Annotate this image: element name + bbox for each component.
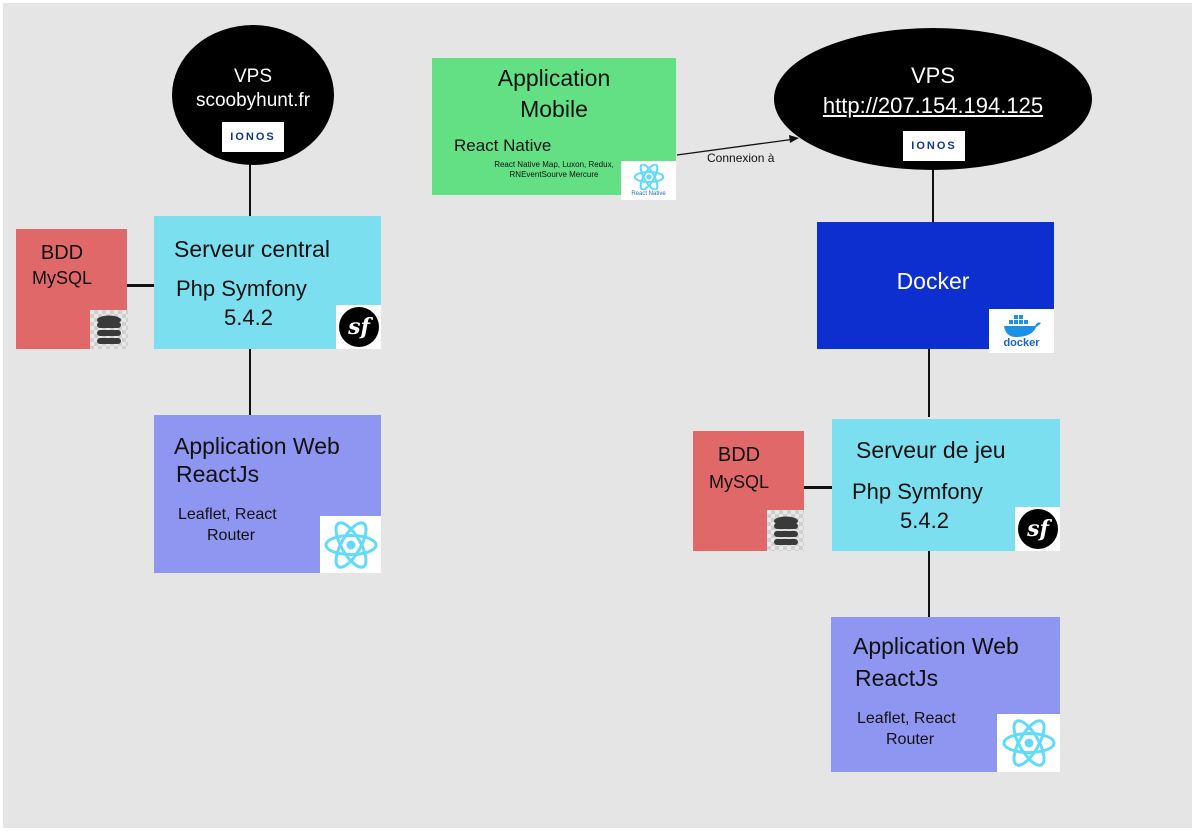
right-web-node: Application Web ReactJs Leaflet, React R…: [831, 617, 1060, 772]
left-server-title: Serveur central: [174, 236, 330, 262]
left-server-framework: Php Symfony: [176, 276, 307, 301]
left-vps-title: VPS: [233, 66, 273, 87]
right-server-version: 5.4.2: [900, 508, 949, 533]
left-web-libs-line2: Router: [207, 527, 256, 544]
connector-right-docker-server: [928, 349, 930, 417]
symfony-icon: sf: [1015, 507, 1060, 551]
mobile-subtitle: React Native: [454, 136, 552, 155]
mobile-title-line2: Mobile: [520, 96, 588, 122]
connector-left-db-server: [126, 284, 156, 287]
mobile-libs-line1: React Native Map, Luxon, Redux,: [494, 160, 614, 169]
diagram-canvas: Connexion à VPS scoobyhunt.fr IONOS BDD …: [3, 3, 1192, 828]
symfony-icon: sf: [336, 305, 381, 349]
right-web-subtitle: ReactJs: [855, 665, 939, 691]
left-db-node: BDD MySQL: [16, 229, 128, 349]
docker-caption: docker: [1003, 336, 1040, 349]
ionos-logo: IONOS: [222, 122, 284, 152]
svg-text:sf: sf: [347, 314, 373, 340]
svg-text:sf: sf: [1026, 516, 1052, 542]
react-icon: [320, 516, 381, 573]
left-web-title: Application Web: [174, 433, 340, 459]
right-web-title: Application Web: [853, 633, 1019, 659]
mobile-app-node: Application Mobile React Native React Na…: [432, 58, 676, 200]
right-server-title: Serveur de jeu: [856, 437, 1006, 463]
connection-arrow: [676, 135, 799, 156]
left-web-node: Application Web ReactJs Leaflet, React R…: [154, 415, 381, 573]
react-native-icon: React Native: [621, 161, 676, 200]
connector-right-db-server: [803, 486, 833, 489]
left-web-subtitle: ReactJs: [176, 461, 260, 487]
right-vps-title: VPS: [910, 63, 956, 88]
database-icon: [90, 310, 128, 349]
right-db-node: BDD MySQL: [693, 431, 804, 551]
connector-left-server-web: [249, 349, 251, 415]
connector-right-server-web: [928, 551, 930, 617]
connector-right-vps-docker: [932, 168, 934, 222]
mobile-title-line1: Application: [497, 65, 611, 91]
ionos-logo: IONOS: [903, 131, 965, 161]
left-db-label: BDD: [40, 242, 84, 264]
right-db-engine: MySQL: [708, 472, 769, 492]
docker-title: Docker: [896, 268, 970, 294]
right-server-framework: Php Symfony: [852, 479, 983, 504]
right-vps-host: http://207.154.194.125: [822, 93, 1044, 118]
react-icon: [997, 714, 1060, 772]
left-web-libs-line1: Leaflet, React: [178, 506, 277, 523]
mobile-libs-line2: RNEventSourve Mercure: [509, 170, 599, 179]
connection-label: Connexion à: [707, 151, 775, 165]
left-db-engine: MySQL: [31, 268, 92, 288]
left-vps-host: scoobyhunt.fr: [195, 90, 311, 111]
right-db-label: BDD: [717, 444, 761, 466]
right-web-libs-line1: Leaflet, React: [857, 710, 956, 727]
left-server-version: 5.4.2: [224, 305, 273, 330]
right-web-libs-line2: Router: [886, 731, 935, 748]
react-native-caption: React Native: [631, 191, 666, 197]
docker-icon: docker: [989, 309, 1054, 353]
database-icon: [767, 510, 804, 551]
right-server-node: Serveur de jeu Php Symfony 5.4.2 sf: [832, 419, 1060, 551]
connector-left-vps-server: [249, 164, 251, 218]
left-server-node: Serveur central Php Symfony 5.4.2 sf: [154, 216, 381, 349]
right-vps-node: VPS http://207.154.194.125 IONOS: [774, 28, 1092, 170]
docker-node: Docker docker: [817, 222, 1054, 353]
left-vps-node: VPS scoobyhunt.fr IONOS: [172, 25, 334, 165]
